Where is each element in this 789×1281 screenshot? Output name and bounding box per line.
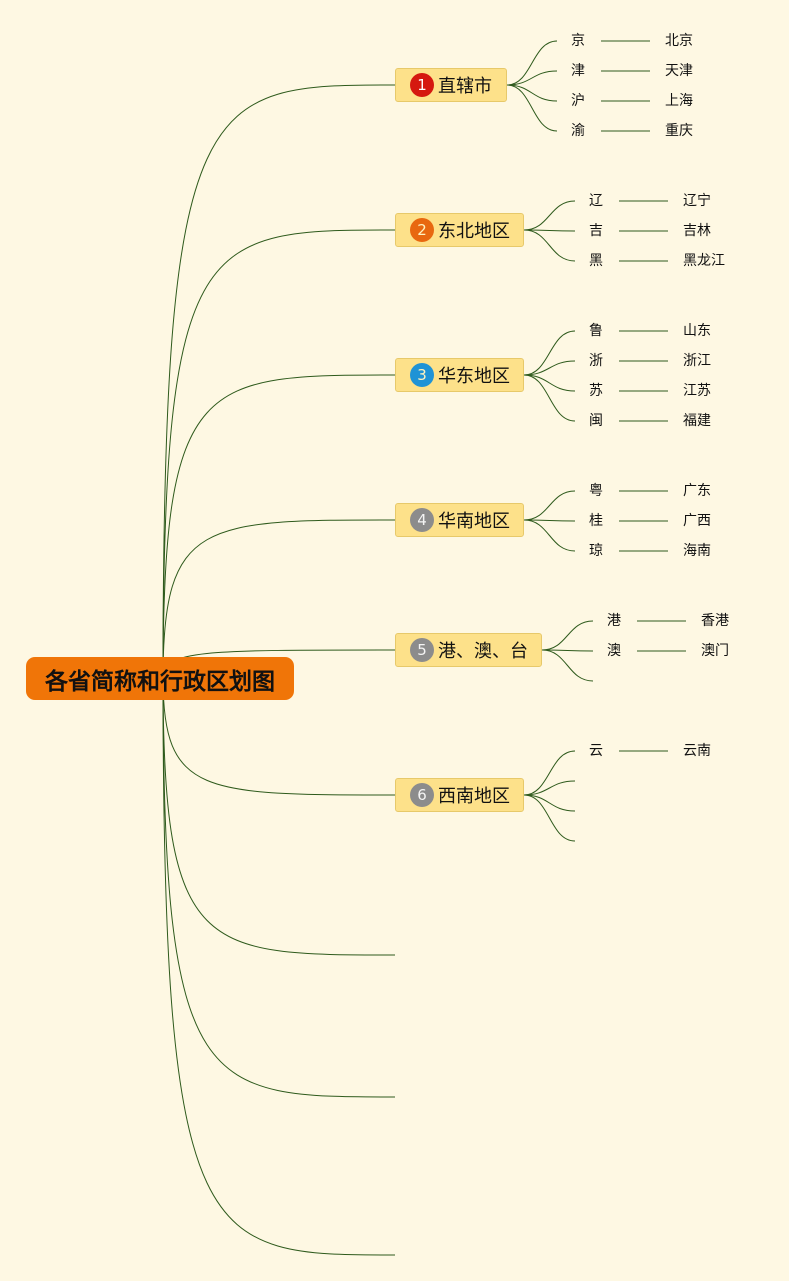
province-item[interactable]: 重庆 [665, 123, 693, 139]
child-branch-line [523, 200, 576, 231]
category-label: 西南地区 [438, 786, 510, 807]
abbr-item[interactable]: 云 [589, 743, 603, 759]
root-branch-line [162, 229, 396, 679]
root-branch-line [162, 84, 396, 679]
child-branch-line [523, 330, 576, 376]
province-item[interactable]: 上海 [665, 93, 693, 109]
category-node-1[interactable]: 1 直辖市 [395, 68, 507, 102]
child-branch-line [506, 84, 558, 102]
number-badge-icon: 4 [410, 508, 434, 532]
province-item[interactable]: 天津 [665, 63, 693, 79]
child-branch-line [541, 620, 594, 651]
abbr-item[interactable]: 港 [607, 613, 621, 629]
root-branch-line [162, 519, 396, 679]
province-item[interactable]: 山东 [683, 323, 711, 339]
abbr-item[interactable]: 黑 [589, 253, 603, 269]
abbr-item[interactable]: 沪 [571, 93, 585, 109]
child-branch-line [523, 519, 576, 552]
category-node-2[interactable]: 2 东北地区 [395, 213, 524, 247]
abbr-item[interactable]: 津 [571, 63, 585, 79]
child-branch-line [506, 84, 558, 132]
number-badge-icon: 5 [410, 638, 434, 662]
category-node-3[interactable]: 3 华东地区 [395, 358, 524, 392]
province-item[interactable]: 吉林 [683, 223, 711, 239]
root-node[interactable]: 各省简称和行政区划图 [26, 657, 294, 700]
child-branch-line [541, 649, 594, 682]
abbr-item[interactable]: 粤 [589, 483, 603, 499]
root-branch-line [162, 374, 396, 679]
abbr-item[interactable]: 浙 [589, 353, 603, 369]
child-branch-line [523, 780, 576, 796]
abbr-item[interactable]: 闽 [589, 413, 603, 429]
category-label: 东北地区 [438, 221, 510, 242]
number-badge-icon: 3 [410, 363, 434, 387]
abbr-item[interactable]: 京 [571, 33, 585, 49]
number-badge-icon: 1 [410, 73, 434, 97]
empty-branch-line [162, 677, 396, 956]
child-branch-line [523, 794, 576, 842]
province-item[interactable]: 广西 [683, 513, 711, 529]
abbr-item[interactable]: 桂 [589, 513, 603, 529]
child-branch-line [523, 750, 576, 796]
province-item[interactable]: 澳门 [701, 643, 729, 659]
province-item[interactable]: 江苏 [683, 383, 711, 399]
abbr-item[interactable]: 吉 [589, 223, 603, 239]
child-branch-line [523, 374, 576, 392]
child-branch-line [523, 360, 576, 376]
province-item[interactable]: 辽宁 [683, 193, 711, 209]
root-title: 各省简称和行政区划图 [45, 668, 275, 695]
category-node-5[interactable]: 5 港、澳、台 [395, 633, 542, 667]
abbr-item[interactable]: 澳 [607, 643, 621, 659]
province-item[interactable]: 海南 [683, 543, 711, 559]
abbr-item[interactable]: 鲁 [589, 323, 603, 339]
province-item[interactable]: 广东 [683, 483, 711, 499]
child-branch-line [506, 40, 558, 86]
province-item[interactable]: 香港 [701, 613, 729, 629]
abbr-item[interactable]: 辽 [589, 193, 603, 209]
abbr-item[interactable]: 琼 [589, 543, 603, 559]
category-label: 华东地区 [438, 366, 510, 387]
category-label: 港、澳、台 [438, 641, 528, 662]
abbr-item[interactable]: 渝 [571, 123, 585, 139]
empty-branch-line [162, 677, 396, 1256]
root-branch-line [162, 677, 396, 796]
child-branch-line [523, 519, 576, 522]
child-branch-line [506, 70, 558, 86]
province-item[interactable]: 黑龙江 [683, 253, 725, 269]
empty-branch-line [162, 677, 396, 1098]
child-branch-line [541, 649, 594, 652]
province-item[interactable]: 北京 [665, 33, 693, 49]
province-item[interactable]: 云南 [683, 743, 711, 759]
child-branch-line [523, 490, 576, 521]
category-label: 华南地区 [438, 511, 510, 532]
number-badge-icon: 6 [410, 783, 434, 807]
child-branch-line [523, 794, 576, 812]
abbr-item[interactable]: 苏 [589, 383, 603, 399]
province-item[interactable]: 福建 [683, 413, 711, 429]
category-node-4[interactable]: 4 华南地区 [395, 503, 524, 537]
category-node-6[interactable]: 6 西南地区 [395, 778, 524, 812]
number-badge-icon: 2 [410, 218, 434, 242]
province-item[interactable]: 浙江 [683, 353, 711, 369]
child-branch-line [523, 229, 576, 232]
child-branch-line [523, 374, 576, 422]
child-branch-line [523, 229, 576, 262]
category-label: 直辖市 [438, 76, 492, 97]
